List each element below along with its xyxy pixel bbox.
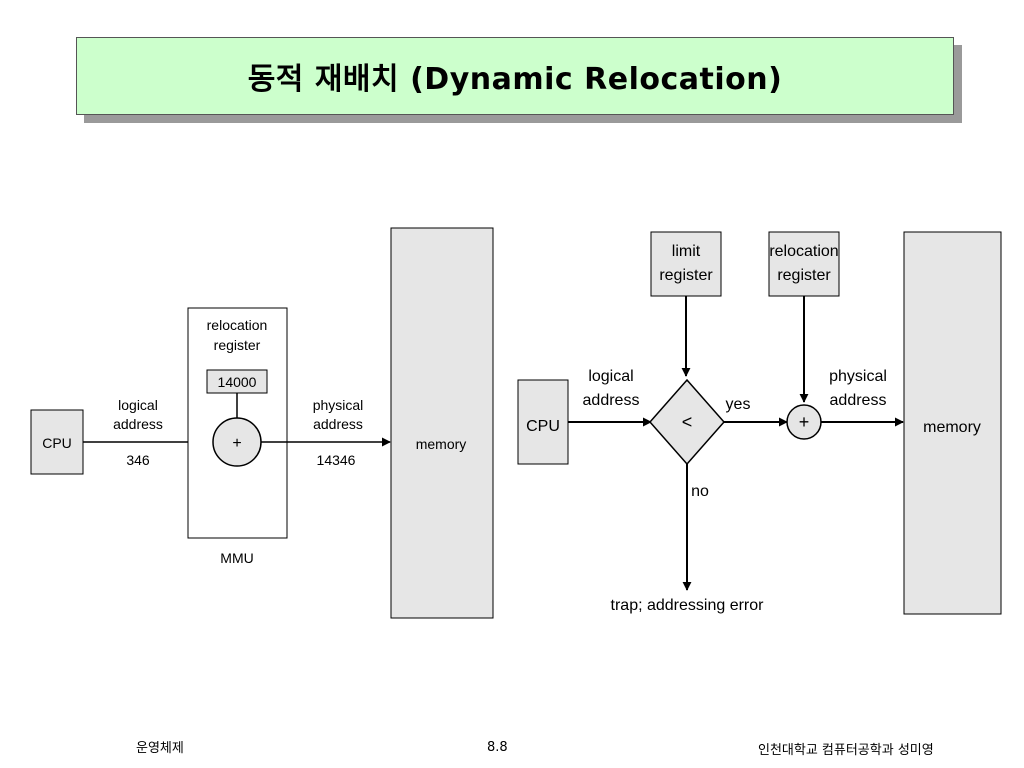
footer-left: 운영체제 — [136, 741, 184, 756]
left-logical-label-1: logical — [118, 397, 158, 413]
left-diagram: CPU logical address 346 relocation regis… — [30, 227, 494, 619]
right-trap-label: trap; addressing error — [611, 597, 765, 614]
right-memory-box — [903, 231, 1002, 615]
left-physical-value: 14346 — [317, 452, 356, 468]
left-memory-label: memory — [416, 436, 467, 452]
right-limit-register-box — [650, 231, 722, 297]
right-diagram: CPU logical address limit register < yes… — [517, 231, 1002, 615]
left-memory-box — [390, 227, 494, 619]
footer-right: 인천대학교 컴퓨터공학과 성미영 — [758, 743, 934, 758]
left-relocation-label-1: relocation — [207, 317, 268, 333]
footer-page-number: 8.8 — [487, 740, 508, 755]
right-physical-label-1: physical — [829, 368, 887, 385]
right-relocation-register-box — [768, 231, 840, 297]
right-compare-symbol: < — [682, 412, 693, 432]
left-relocation-label-2: register — [214, 337, 261, 353]
left-cpu-label: CPU — [42, 435, 72, 451]
right-limit-label-1: limit — [672, 243, 701, 260]
left-logical-value: 346 — [126, 452, 150, 468]
right-relocation-label-2: register — [777, 267, 831, 284]
right-relocation-label-1: relocation — [769, 243, 838, 260]
left-mmu-label: MMU — [220, 550, 253, 566]
right-cpu-box — [517, 379, 569, 465]
right-adder-symbol: + — [799, 412, 810, 432]
right-logical-label-2: address — [583, 392, 640, 409]
left-physical-label-1: physical — [313, 397, 364, 413]
right-yes-label: yes — [726, 396, 751, 413]
right-cpu-label: CPU — [526, 418, 560, 435]
left-logical-label-2: address — [113, 416, 163, 432]
left-relocation-value: 14000 — [218, 374, 257, 390]
left-adder-symbol: + — [232, 435, 241, 452]
right-logical-label-1: logical — [588, 368, 633, 385]
right-limit-label-2: register — [659, 267, 713, 284]
right-no-label: no — [691, 483, 709, 500]
left-physical-label-2: address — [313, 416, 363, 432]
right-memory-label: memory — [923, 419, 981, 436]
page-title: 동적 재배치 (Dynamic Relocation) — [247, 62, 783, 97]
title-box: 동적 재배치 (Dynamic Relocation) — [76, 37, 954, 115]
right-physical-label-2: address — [830, 392, 887, 409]
